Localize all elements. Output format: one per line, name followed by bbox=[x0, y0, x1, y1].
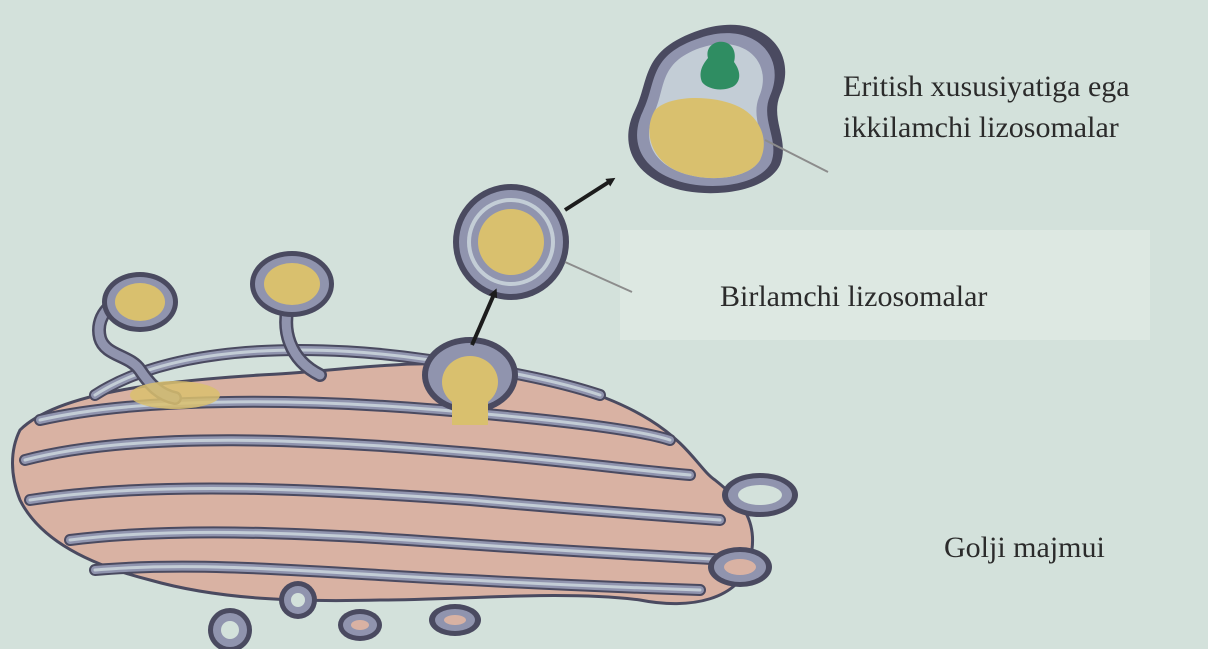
golgi-vesicle-bottom-3 bbox=[338, 609, 382, 641]
primary-lysosome bbox=[453, 184, 569, 300]
golgi-vesicle-right-2 bbox=[708, 547, 772, 587]
golgi-complex-label: Golji majmui bbox=[944, 527, 1105, 568]
golgi-vesicle-right-1 bbox=[722, 473, 798, 517]
arrow-golgi-to-primary bbox=[472, 292, 495, 345]
golgi-vesicle-bottom-4 bbox=[429, 604, 481, 636]
secondary-lysosome bbox=[628, 25, 785, 193]
primary-lysosome-label: Birlamchi lizosomalar bbox=[720, 276, 987, 317]
secondary-lysosome-label: Eritish xususiyatiga ega ikkilamchi lizo… bbox=[843, 66, 1130, 148]
arrow-primary-to-secondary bbox=[565, 180, 612, 210]
cisterna-content bbox=[130, 381, 220, 409]
golgi-vesicle-bottom-2 bbox=[279, 581, 317, 619]
golgi-vesicle-bottom-1 bbox=[208, 608, 252, 649]
secondary-lysosome-label-line1: Eritish xususiyatiga ega bbox=[843, 66, 1130, 107]
secondary-lysosome-label-line2: ikkilamchi lizosomalar bbox=[843, 107, 1130, 148]
